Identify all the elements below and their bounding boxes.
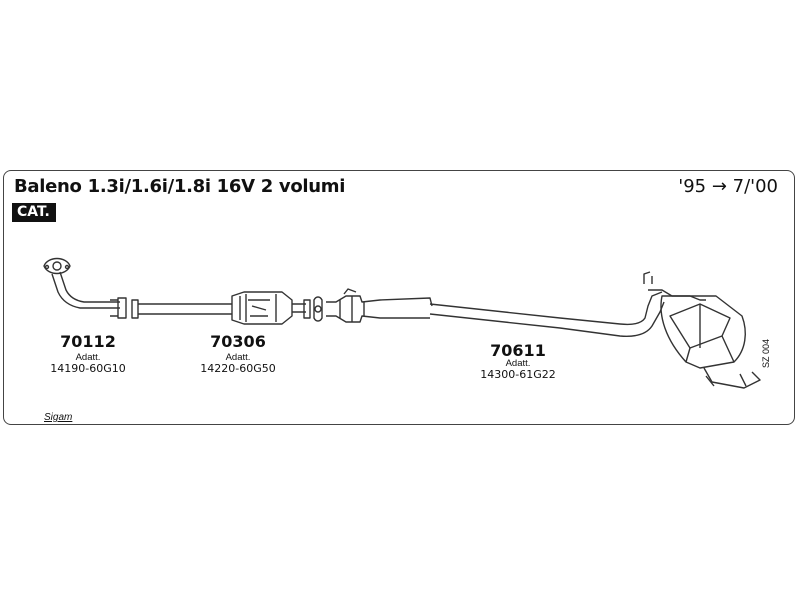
brand-logo: Sigam [44,412,73,423]
diagram-frame [3,170,795,425]
cat-badge: CAT. [12,203,56,222]
front-pipe-part [43,257,127,319]
vehicle-title: Baleno 1.3i/1.6i/1.8i 16V 2 volumi [14,176,346,197]
catalytic-converter-part [131,291,311,325]
part-code: 70306 [210,332,266,351]
rear-exhaust-part [313,271,761,389]
part-label: Adatt. [505,358,531,369]
part-number: 14300-61G22 [480,368,556,381]
diagram-reference: SZ 004 [761,338,771,368]
part-label: Adatt. [75,352,101,363]
part-code: 70611 [490,341,546,360]
part-number: 14190-60G10 [50,362,126,375]
year-range: '95 → 7/'00 [678,176,778,197]
part-code: 70112 [60,332,116,351]
part-number: 14220-60G50 [200,362,276,375]
part-label: Adatt. [225,352,251,363]
